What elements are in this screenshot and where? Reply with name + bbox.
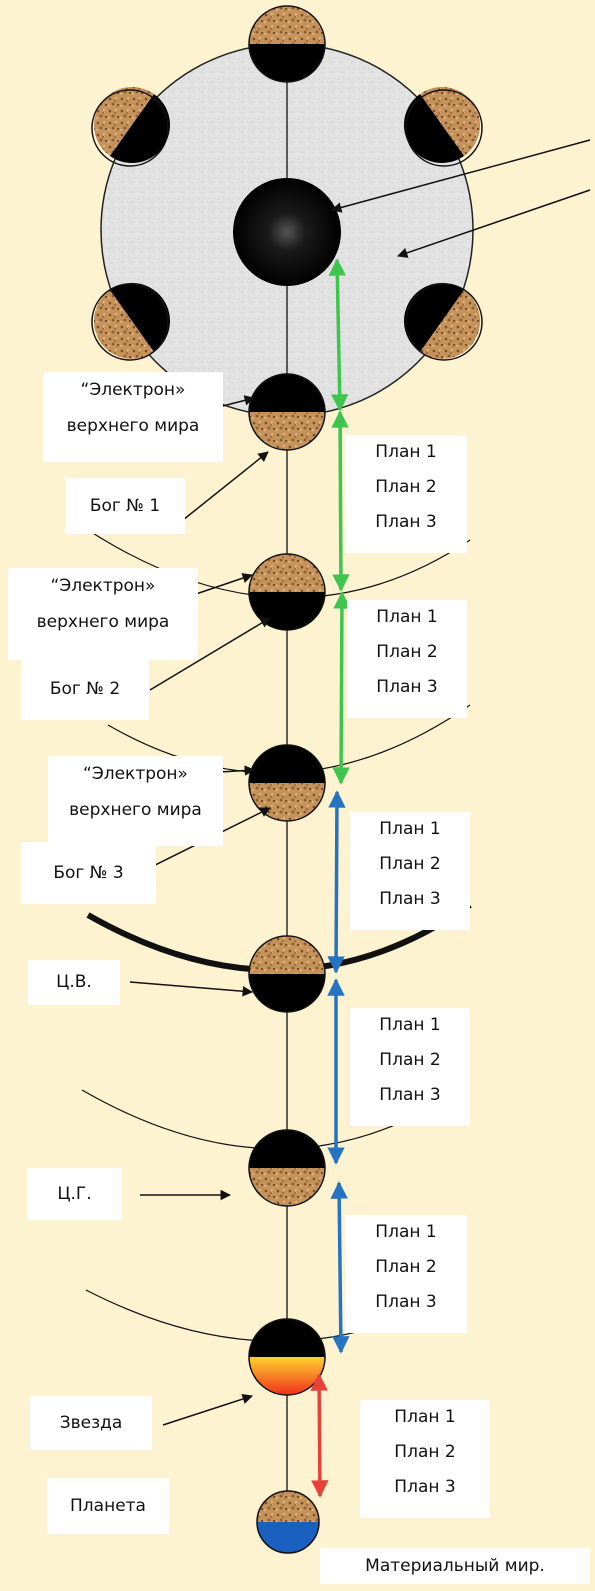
blue-arrow-3 [330,1181,350,1354]
god-label-2-text: Бог № 2 [49,679,121,699]
plan-4-3: План 3 [379,1085,441,1105]
electron-label-3-line1: “Электрон» [83,764,188,784]
cg-label: Ц.Г. [27,1168,122,1220]
electron-label-2: “Электрон» верхнего мира [8,568,198,660]
plan-5-2: План 2 [375,1257,437,1277]
planet-label: Планета [47,1478,169,1534]
sphere-electron-1 [248,373,326,451]
plan-group-2: План 1 План 2 План 3 [347,600,467,718]
green-arrow-2 [331,410,350,592]
plan-1-2: План 2 [375,477,437,497]
sphere-electron-2 [248,553,326,631]
upper-world-core [233,178,341,286]
plan-5-1: План 1 [375,1222,437,1242]
plan-6-1: План 1 [394,1407,456,1427]
sphere-electron-3 [248,744,326,822]
sphere-cg [248,1129,326,1207]
plan-group-3: План 1 План 2 План 3 [350,812,470,930]
sphere-cv [248,935,326,1013]
plan-3-3: План 3 [379,889,441,909]
planet-label-text: Планета [70,1496,146,1516]
star-label: Звезда [30,1396,152,1450]
orbit-sphere-upper-right [403,86,483,167]
god-label-1-text: Бог № 1 [89,496,161,516]
plan-2-2: План 2 [376,642,438,662]
electron-label-1: “Электрон» верхнего мира [43,372,223,462]
plan-group-4: План 1 План 2 План 3 [350,1008,470,1126]
orbit-sphere-lower-left [91,282,171,361]
plan-3-1: План 1 [379,819,441,839]
electron-label-2-line2: верхнего мира [36,612,170,632]
electron-label-2-line1: “Электрон» [50,576,156,596]
plan-group-1: План 1 План 2 План 3 [345,435,467,553]
electron-label-1-line1: “Электрон» [80,380,186,400]
orbit-sphere-lower-right [404,282,483,361]
electron-label-3: “Электрон» верхнего мира [48,756,223,846]
plan-4-1: План 1 [379,1015,441,1035]
star-label-text: Звезда [59,1413,123,1433]
cv-label: Ц.В. [28,960,120,1005]
god-label-3-text: Бог № 3 [53,863,124,883]
sphere-planet [256,1490,320,1554]
blue-arrow-1 [327,790,346,974]
red-arrow [310,1373,329,1498]
material-world-label: Материальный мир. [320,1548,590,1584]
plan-6-2: План 2 [394,1442,456,1462]
cg-label-text: Ц.Г. [57,1184,92,1204]
plan-5-3: План 3 [375,1292,437,1312]
plan-2-1: План 1 [376,607,438,627]
plan-1-1: План 1 [375,442,437,462]
electron-label-3-line2: верхнего мира [69,800,202,820]
cv-label-text: Ц.В. [56,972,92,992]
sphere-star [248,1318,326,1396]
orbit-sphere-upper-left [91,86,171,167]
god-label-2: Бог № 2 [21,658,149,720]
material-world-label-text: Материальный мир. [365,1556,545,1576]
green-arrow-3 [332,591,351,785]
plan-1-3: План 3 [375,512,437,532]
plan-2-3: План 3 [376,677,438,697]
plan-group-5: План 1 План 2 План 3 [345,1215,467,1333]
orbit-sphere-top [248,5,326,83]
plan-6-3: План 3 [394,1477,456,1497]
god-label-3: Бог № 3 [21,842,156,904]
plan-3-2: План 2 [379,854,441,874]
plan-4-2: План 2 [379,1050,441,1070]
green-arrow-1 [328,258,349,412]
electron-label-1-line2: верхнего мира [66,416,200,436]
god-label-1: Бог № 1 [65,478,185,534]
plan-group-6: План 1 План 2 План 3 [360,1400,490,1518]
